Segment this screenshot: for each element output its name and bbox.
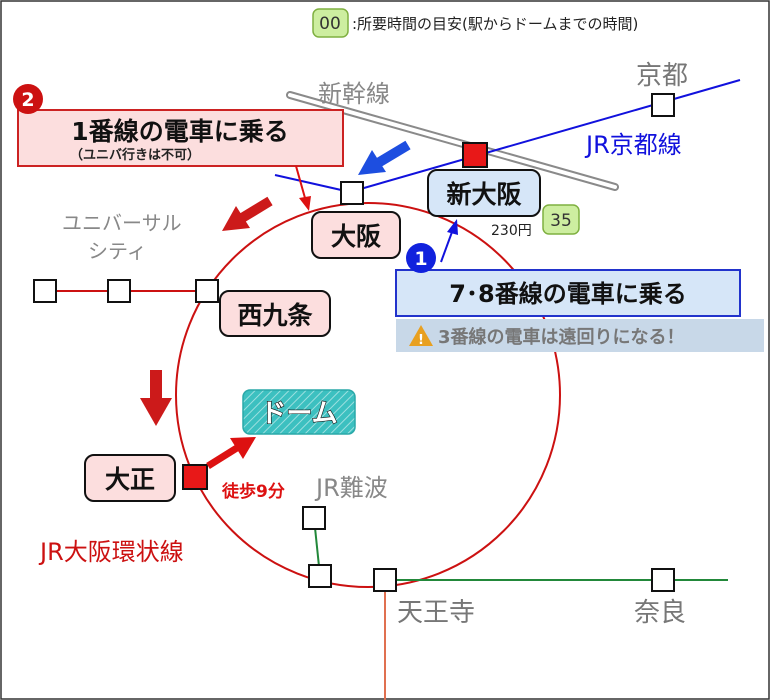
dome-label: ドーム (260, 399, 337, 429)
warning-icon (409, 325, 433, 346)
dome-box (242, 389, 356, 435)
nishikujo-label: 西九条 (237, 301, 313, 330)
step1-number-circle (406, 243, 436, 273)
station-imamiya (308, 564, 332, 588)
shinkansen-line (286, 91, 619, 191)
station-universal (33, 279, 57, 303)
shin-osaka-box (427, 169, 541, 217)
station-taisho (182, 464, 208, 490)
station-jr-namba (302, 506, 326, 530)
step1-connector (440, 219, 458, 263)
shin-osaka-label: 新大阪 (446, 180, 521, 209)
jr-namba-label: JR難波 (314, 474, 388, 502)
station-osaka (340, 181, 364, 205)
step1-number: 1 (414, 248, 427, 270)
fare-label: 230円 (491, 223, 532, 239)
walk-label: 徒歩9分 (221, 481, 285, 502)
osaka-label: 大阪 (331, 222, 381, 251)
step2-box (17, 109, 344, 167)
step1-box (395, 269, 741, 317)
universal-label-2: シティ (88, 239, 147, 263)
step2-number-circle (13, 84, 43, 114)
station-shin-osaka (462, 142, 488, 168)
step2-note: （ユニバ行きは不可） (70, 147, 200, 163)
station-nara (651, 568, 675, 592)
tennoji-label: 天王寺 (397, 598, 475, 628)
loop-line-label: JR大阪環状線 (38, 538, 184, 566)
nara-label: 奈良 (634, 598, 686, 628)
warning-box (396, 319, 764, 352)
step2-number: 2 (21, 89, 34, 111)
station-tennoji (373, 568, 397, 592)
taisho-label: 大正 (105, 465, 155, 494)
universal-label-1: ユニバーサル (62, 211, 182, 235)
red-direction-arrow-down (140, 370, 172, 426)
station-nishikujo (195, 279, 219, 303)
step1-label: 7･8番線の電車に乗る (449, 280, 686, 308)
osaka-box (311, 211, 401, 259)
shinkansen-label: 新幹線 (318, 80, 390, 108)
taisho-box (84, 454, 176, 502)
red-direction-arrow-top (222, 196, 273, 231)
time-badge: 35 (550, 211, 572, 231)
step2-label: 1番線の電車に乗る (71, 117, 288, 146)
osaka-loop-line (175, 202, 561, 588)
time-badge-box (542, 204, 580, 235)
step2-connector (295, 165, 311, 211)
nishikujo-box (219, 290, 331, 337)
kyoto-label: 京都 (636, 61, 688, 91)
walk-arrow (206, 437, 256, 469)
legend-badge-box (312, 8, 349, 38)
warning-icon-mark: ! (418, 333, 424, 348)
legend-badge: 00 (319, 14, 341, 34)
station-kyoto (651, 93, 675, 117)
station-intermediate (107, 279, 131, 303)
legend-text: :所要時間の目安(駅からドームまでの時間) (352, 15, 638, 33)
blue-direction-arrow (358, 140, 411, 175)
warning-text: 3番線の電車は遠回りになる！ (438, 326, 685, 348)
jr-kyoto-label: JR京都線 (584, 131, 682, 159)
